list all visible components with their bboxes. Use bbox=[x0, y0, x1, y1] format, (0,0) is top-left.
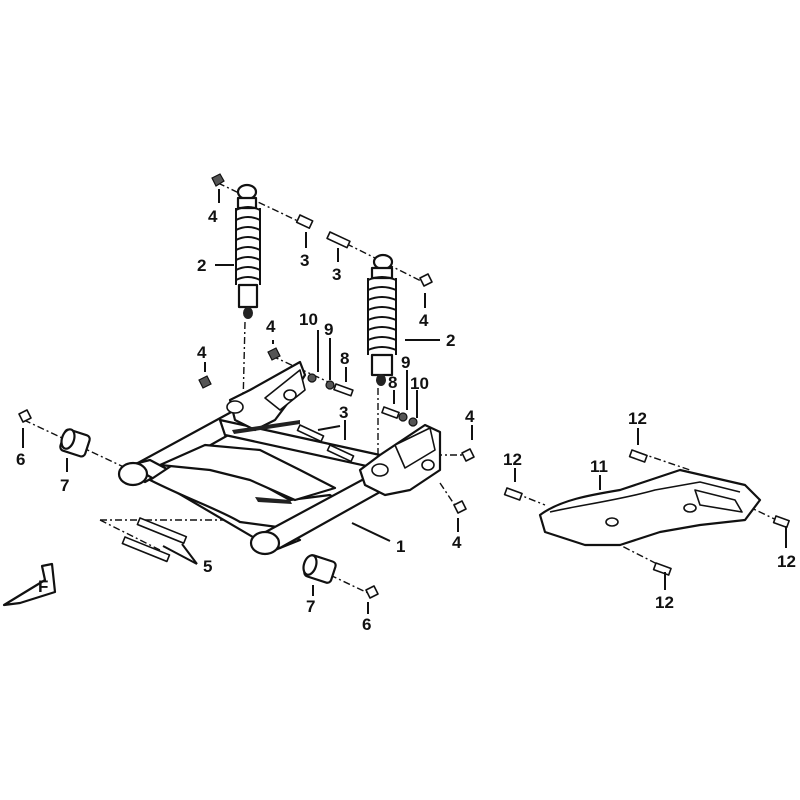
hardware bbox=[18, 173, 790, 599]
leader-lines bbox=[22, 189, 787, 614]
callout-8: 8 bbox=[388, 373, 397, 392]
callout-12: 12 bbox=[777, 552, 796, 571]
callout-12: 12 bbox=[655, 593, 674, 612]
callout-3: 3 bbox=[300, 251, 309, 270]
callout-4: 4 bbox=[419, 311, 429, 330]
callout-6: 6 bbox=[362, 615, 371, 634]
swing-arm bbox=[117, 360, 442, 556]
front-direction-arrow-icon: F bbox=[2, 562, 57, 607]
callout-5: 5 bbox=[203, 557, 212, 576]
callout-3: 3 bbox=[332, 265, 341, 284]
skid-plate bbox=[538, 468, 762, 547]
front-marker-label: F bbox=[38, 577, 48, 596]
callout-1: 1 bbox=[396, 537, 405, 556]
shock-absorber-left bbox=[235, 183, 261, 319]
callout-11: 11 bbox=[590, 457, 608, 476]
callout-10: 10 bbox=[299, 310, 318, 329]
bushing-left bbox=[59, 428, 91, 458]
callout-7: 7 bbox=[306, 597, 315, 616]
callout-4: 4 bbox=[266, 317, 276, 336]
callout-3: 3 bbox=[339, 403, 348, 422]
callout-4: 4 bbox=[465, 407, 475, 426]
assembly-centerlines bbox=[23, 182, 784, 595]
callout-2: 2 bbox=[197, 256, 206, 275]
callout-7: 7 bbox=[60, 476, 69, 495]
callout-2: 2 bbox=[446, 331, 455, 350]
callout-8: 8 bbox=[340, 349, 349, 368]
callout-6: 6 bbox=[16, 450, 25, 469]
callout-4: 4 bbox=[208, 207, 218, 226]
callout-9: 9 bbox=[324, 320, 333, 339]
bushing-right bbox=[302, 554, 337, 584]
shock-absorber-right bbox=[367, 253, 397, 386]
callout-12: 12 bbox=[503, 450, 522, 469]
callout-12: 12 bbox=[628, 409, 647, 428]
callout-10: 10 bbox=[410, 374, 429, 393]
callout-4: 4 bbox=[452, 533, 462, 552]
callout-labels: 4 2 3 3 4 2 4 4 10 9 8 8 9 10 3 4 4 1 6 … bbox=[16, 207, 796, 634]
callout-9: 9 bbox=[401, 353, 410, 372]
callout-4: 4 bbox=[197, 343, 207, 362]
